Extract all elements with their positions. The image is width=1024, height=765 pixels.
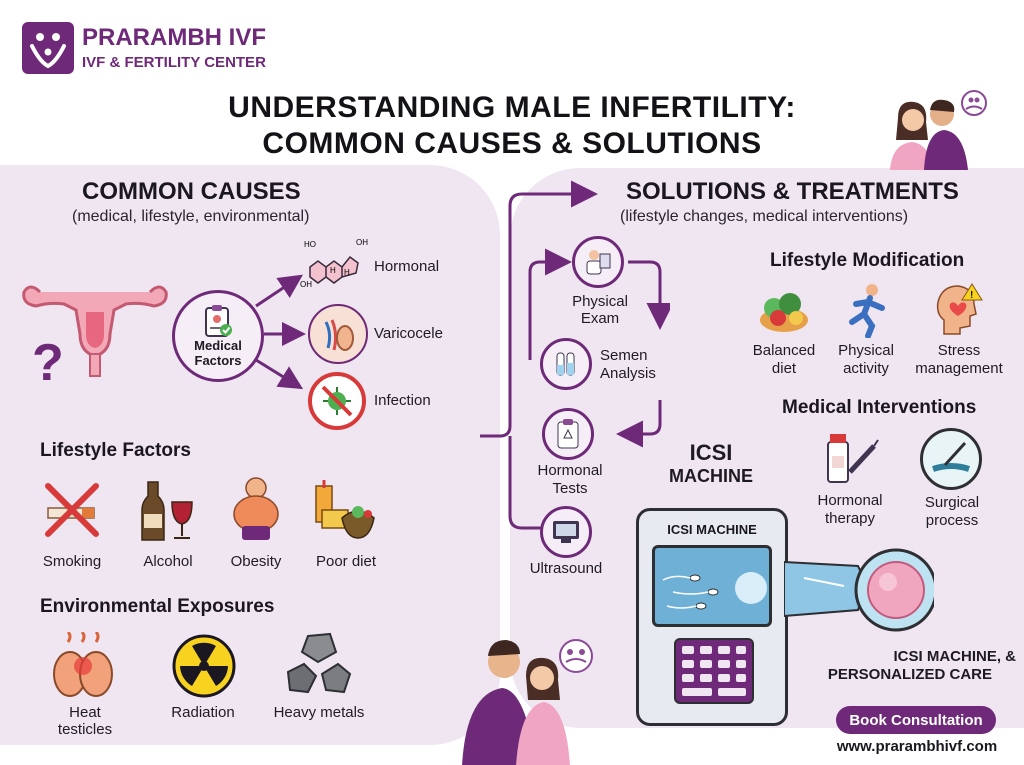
step-semen-analysis-line2: Analysis — [600, 365, 656, 382]
molecule-label-h2: H — [344, 268, 350, 277]
cause-hormonal: Hormonal — [374, 258, 440, 275]
lifestyle-modification-heading: Lifestyle Modification — [770, 250, 965, 271]
medical-factors-label-2: Factors — [194, 353, 242, 368]
couple-illustration-top — [876, 88, 996, 170]
couple-illustration-bottom — [456, 626, 606, 765]
icsi-caption-line1: ICSI MACHINE, & — [893, 648, 1016, 665]
surgical-process-icon — [920, 428, 982, 490]
page-title-line2: COMMON CAUSES & SOLUTIONS — [262, 127, 762, 160]
stress-management-icon: ! — [934, 280, 986, 336]
brand-name: PRARAMBH IVF — [82, 24, 266, 51]
env-heavy-metals: Heavy metals — [273, 704, 365, 721]
step-hormonal-tests-line2: Tests — [552, 480, 588, 497]
causes-panel — [0, 165, 500, 745]
reproductive-organ-icon: ? — [20, 272, 170, 387]
icsi-microinjection-illustration — [784, 540, 934, 650]
molecule-label-oh: OH — [356, 238, 368, 247]
cause-infection: Infection — [374, 392, 431, 409]
book-consultation-button[interactable]: Book Consultation — [836, 706, 996, 734]
mi-hormonal-therapy-line1: Hormonal — [817, 492, 883, 509]
alcohol-icon — [140, 478, 196, 542]
icsi-caption-line2: PERSONALIZED CARE — [827, 666, 992, 683]
solutions-heading: SOLUTIONS & TREATMENTS — [626, 178, 959, 205]
svg-text:?: ? — [32, 334, 64, 387]
varicocele-icon — [308, 304, 368, 364]
environmental-heading: Environmental Exposures — [40, 596, 275, 617]
diagnostic-flow-arrows — [528, 248, 670, 448]
step-physical-exam-line1: Physical — [572, 293, 628, 310]
mi-surgical-process-line2: process — [925, 512, 979, 529]
icsi-label-line2: MACHINE — [669, 466, 753, 486]
lifestyle-obesity: Obesity — [230, 553, 282, 570]
heat-icon — [48, 632, 118, 700]
page-title-line1: UNDERSTANDING MALE INFERTILITY: — [228, 91, 796, 124]
lifestyle-poor-diet: Poor diet — [315, 553, 377, 570]
lm-stress-management-line1: Stress — [937, 342, 981, 359]
icsi-machine-screen-label: ICSI MACHINE — [667, 522, 757, 537]
poor-diet-icon — [312, 478, 378, 542]
lifestyle-smoking: Smoking — [42, 553, 102, 570]
physical-activity-icon — [842, 282, 892, 338]
hormonal-tests-icon[interactable] — [542, 408, 594, 460]
env-heat-line1: Heat — [69, 704, 101, 721]
icsi-machine-screen — [652, 545, 772, 627]
smoking-icon — [42, 480, 102, 540]
lm-balanced-diet-line1: Balanced — [752, 342, 816, 359]
env-radiation: Radiation — [171, 704, 235, 721]
medical-factors-circle[interactable]: Medical Factors — [172, 290, 264, 382]
infection-icon — [308, 372, 366, 430]
brand-tagline: IVF & FERTILITY CENTER — [82, 54, 266, 71]
medical-interventions-heading: Medical Interventions — [782, 397, 977, 418]
medical-arrows — [255, 274, 306, 390]
mi-hormonal-therapy-line2: therapy — [824, 510, 876, 527]
icsi-control-panel[interactable] — [674, 638, 754, 704]
hormonal-therapy-icon — [820, 428, 880, 488]
solutions-subheading: (lifestyle changes, medical intervention… — [620, 208, 909, 225]
lm-balanced-diet-line2: diet — [771, 360, 797, 377]
medical-factors-label-1: Medical — [194, 338, 242, 353]
mi-surgical-process-line1: Surgical — [924, 494, 980, 511]
step-hormonal-tests-line1: Hormonal — [537, 462, 603, 479]
env-heat-line2: testicles — [57, 721, 113, 738]
molecule-label-ho: HO — [304, 240, 316, 249]
lifestyle-alcohol: Alcohol — [143, 553, 193, 570]
lm-physical-activity-line2: activity — [843, 360, 889, 377]
physical-exam-icon[interactable] — [572, 236, 624, 288]
icsi-label-line1: ICSI — [689, 440, 733, 465]
lm-physical-activity-line1: Physical — [838, 342, 894, 359]
hormone-molecule-icon: HO OH H H OH — [300, 235, 370, 290]
lifestyle-factors-heading: Lifestyle Factors — [40, 440, 191, 461]
website-link[interactable]: www.prarambhivf.com — [836, 738, 998, 755]
step-semen-analysis-line1: Semen — [600, 347, 648, 364]
ultrasound-icon[interactable] — [540, 506, 592, 558]
family-logo-icon — [30, 33, 66, 69]
step-ultrasound: Ultrasound — [529, 560, 603, 577]
molecule-label-oh2: OH — [300, 280, 312, 289]
flow-bracket — [480, 180, 598, 530]
svg-text:!: ! — [970, 290, 973, 301]
step-physical-exam-line2: Exam — [580, 310, 620, 327]
obesity-icon — [228, 476, 284, 542]
lm-stress-management-line2: management — [915, 360, 1003, 377]
causes-heading: COMMON CAUSES — [82, 178, 301, 205]
semen-analysis-icon[interactable] — [540, 338, 592, 390]
molecule-label-h1: H — [330, 266, 336, 275]
heavy-metals-icon — [284, 630, 354, 696]
cause-varicocele: Varicocele — [374, 325, 443, 342]
balanced-diet-icon — [756, 282, 812, 336]
brand-logo[interactable] — [22, 22, 74, 74]
causes-subheading: (medical, lifestyle, environmental) — [72, 208, 310, 225]
clipboard-check-icon — [205, 305, 232, 337]
radiation-icon — [172, 634, 236, 698]
